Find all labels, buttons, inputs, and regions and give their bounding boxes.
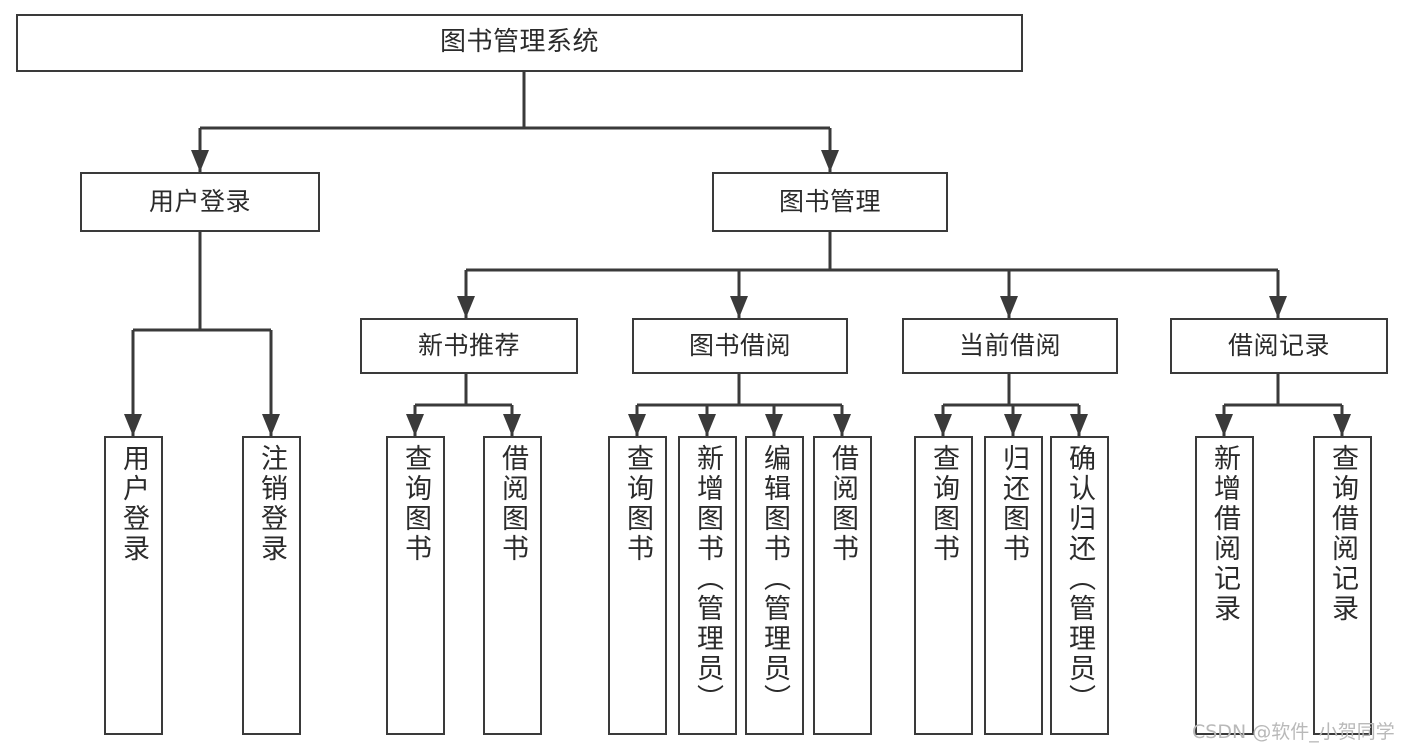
connector-arrow-bookmanage-to-level2-2: [1000, 296, 1018, 318]
connector-arrow-bookborrow-to-leaves-1: [698, 414, 716, 436]
connector-arrow-newbook-to-leaves-0: [406, 414, 424, 436]
connector-arrow-root-to-level1-0: [191, 150, 209, 172]
node-label-root: 图书管理系统: [439, 27, 599, 58]
node-label-leaf-user-logout: 注销登录: [256, 444, 287, 564]
node-leaf-confirm-return[interactable]: 确认归还（管理员）: [1050, 436, 1109, 735]
connector-arrow-bookborrow-to-leaves-2: [765, 414, 783, 436]
node-current-borrow[interactable]: 当前借阅: [902, 318, 1118, 374]
node-root[interactable]: 图书管理系统: [16, 14, 1023, 72]
node-label-leaf-query-book-2: 查询图书: [622, 444, 653, 564]
connector-arrow-bookmanage-to-level2-3: [1269, 296, 1287, 318]
connector-arrow-userlogin-to-leaves-0: [124, 414, 142, 436]
node-leaf-borrow-book-2[interactable]: 借阅图书: [813, 436, 872, 735]
connector-arrow-newbook-to-leaves-1: [503, 414, 521, 436]
node-label-leaf-add-borrow-record: 新增借阅记录: [1209, 444, 1240, 624]
node-leaf-query-book-3[interactable]: 查询图书: [914, 436, 973, 735]
connector-arrow-bookborrow-to-leaves-0: [628, 414, 646, 436]
node-label-leaf-query-book-1: 查询图书: [400, 444, 431, 564]
node-label-leaf-return-book: 归还图书: [998, 444, 1029, 564]
node-user-login[interactable]: 用户登录: [80, 172, 320, 232]
node-label-leaf-query-borrow-record: 查询借阅记录: [1327, 444, 1358, 624]
node-label-leaf-borrow-book-1: 借阅图书: [497, 444, 528, 564]
node-label-leaf-user-login: 用户登录: [118, 444, 149, 564]
node-leaf-query-book-2[interactable]: 查询图书: [608, 436, 667, 735]
connector-arrow-borrowrecord-to-leaves-0: [1215, 414, 1233, 436]
node-leaf-return-book[interactable]: 归还图书: [984, 436, 1043, 735]
node-leaf-edit-book[interactable]: 编辑图书（管理员）: [745, 436, 804, 735]
node-label-book-borrow: 图书借阅: [688, 330, 791, 360]
node-label-borrow-record: 借阅记录: [1227, 330, 1330, 360]
node-label-user-login: 用户登录: [148, 186, 251, 216]
node-book-manage[interactable]: 图书管理: [712, 172, 948, 232]
node-label-leaf-edit-book: 编辑图书（管理员）: [759, 444, 790, 714]
node-label-leaf-confirm-return: 确认归还（管理员）: [1064, 444, 1095, 714]
connector-arrow-userlogin-to-leaves-1: [262, 414, 280, 436]
node-new-book-recommend[interactable]: 新书推荐: [360, 318, 578, 374]
node-label-new-book-recommend: 新书推荐: [417, 330, 520, 360]
connector-lines: [124, 72, 1351, 436]
node-book-borrow[interactable]: 图书借阅: [632, 318, 848, 374]
connector-arrow-bookborrow-to-leaves-3: [833, 414, 851, 436]
connector-arrow-borrowrecord-to-leaves-1: [1333, 414, 1351, 436]
node-leaf-query-book-1[interactable]: 查询图书: [386, 436, 445, 735]
node-label-current-borrow: 当前借阅: [958, 330, 1061, 360]
connector-arrow-bookmanage-to-level2-1: [730, 296, 748, 318]
node-leaf-user-login[interactable]: 用户登录: [104, 436, 163, 735]
connector-arrow-bookmanage-to-level2-0: [457, 296, 475, 318]
node-label-leaf-add-book: 新增图书（管理员）: [692, 444, 723, 714]
node-leaf-add-book[interactable]: 新增图书（管理员）: [678, 436, 737, 735]
node-label-leaf-borrow-book-2: 借阅图书: [827, 444, 858, 564]
node-label-leaf-query-book-3: 查询图书: [928, 444, 959, 564]
node-leaf-add-borrow-record[interactable]: 新增借阅记录: [1195, 436, 1254, 735]
connector-arrow-currentborrow-to-leaves-0: [934, 414, 952, 436]
connector-arrow-currentborrow-to-leaves-1: [1004, 414, 1022, 436]
connector-arrow-currentborrow-to-leaves-2: [1070, 414, 1088, 436]
connector-arrow-root-to-level1-1: [821, 150, 839, 172]
node-leaf-borrow-book-1[interactable]: 借阅图书: [483, 436, 542, 735]
node-leaf-user-logout[interactable]: 注销登录: [242, 436, 301, 735]
node-borrow-record[interactable]: 借阅记录: [1170, 318, 1388, 374]
node-leaf-query-borrow-record[interactable]: 查询借阅记录: [1313, 436, 1372, 735]
node-label-book-manage: 图书管理: [778, 186, 881, 216]
